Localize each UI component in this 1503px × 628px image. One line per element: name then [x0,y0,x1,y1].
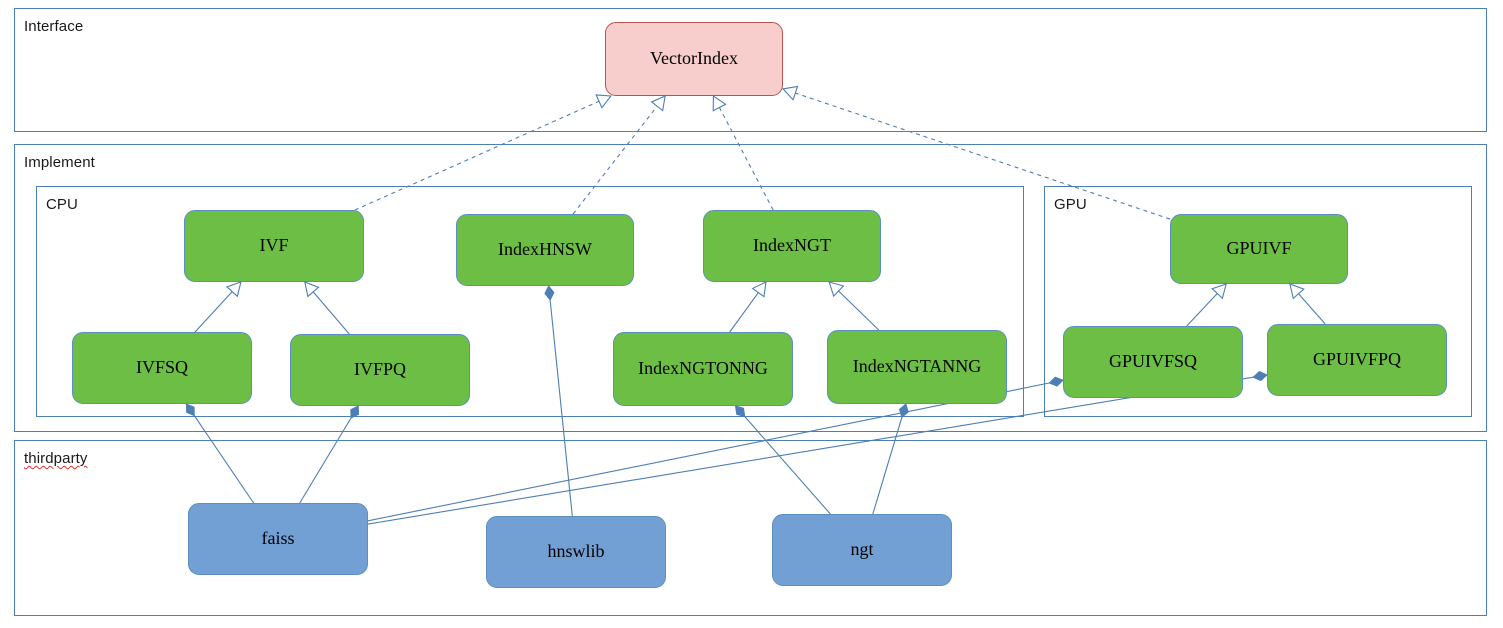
node-label-indexngtanng: IndexNGTANNG [852,356,982,377]
node-label-ngt: ngt [850,539,874,560]
node-ivfpq[interactable]: IVFPQ [290,334,470,406]
node-vectorindex[interactable]: VectorIndex [605,22,783,96]
node-label-hnswlib: hnswlib [547,541,605,562]
container-gpu [1044,186,1472,417]
node-label-ivfsq: IVFSQ [135,357,188,378]
node-ivfsq[interactable]: IVFSQ [72,332,252,404]
node-label-faiss: faiss [261,528,295,549]
node-label-ivf: IVF [259,235,289,256]
node-label-gpuivfpq: GPUIVFPQ [1312,349,1402,370]
container-label-interface: Interface [24,18,84,35]
node-ivf[interactable]: IVF [184,210,364,282]
node-gpuivfsq[interactable]: GPUIVFSQ [1063,326,1243,398]
container-label-cpu: CPU [46,196,78,213]
container-label-implement: Implement [24,154,95,171]
node-label-ivfpq: IVFPQ [353,359,406,380]
node-gpuivfpq[interactable]: GPUIVFPQ [1267,324,1447,396]
node-label-gpuivf: GPUIVF [1226,238,1292,259]
container-label-gpu: GPU [1054,196,1087,213]
node-label-gpuivfsq: GPUIVFSQ [1108,351,1198,372]
node-gpuivf[interactable]: GPUIVF [1170,214,1348,284]
node-label-indexngt: IndexNGT [753,235,831,256]
node-label-indexhnsw: IndexHNSW [498,239,592,260]
node-indexhnsw[interactable]: IndexHNSW [456,214,634,286]
node-faiss[interactable]: faiss [188,503,368,575]
container-label-thirdparty: thirdparty [24,450,88,467]
node-hnswlib[interactable]: hnswlib [486,516,666,588]
node-indexngtanng[interactable]: IndexNGTANNG [827,330,1007,404]
node-indexngtonng[interactable]: IndexNGTONNG [613,332,793,406]
node-indexngt[interactable]: IndexNGT [703,210,881,282]
node-ngt[interactable]: ngt [772,514,952,586]
node-label-vectorindex: VectorIndex [650,48,738,69]
node-label-indexngtonng: IndexNGTONNG [638,358,768,379]
